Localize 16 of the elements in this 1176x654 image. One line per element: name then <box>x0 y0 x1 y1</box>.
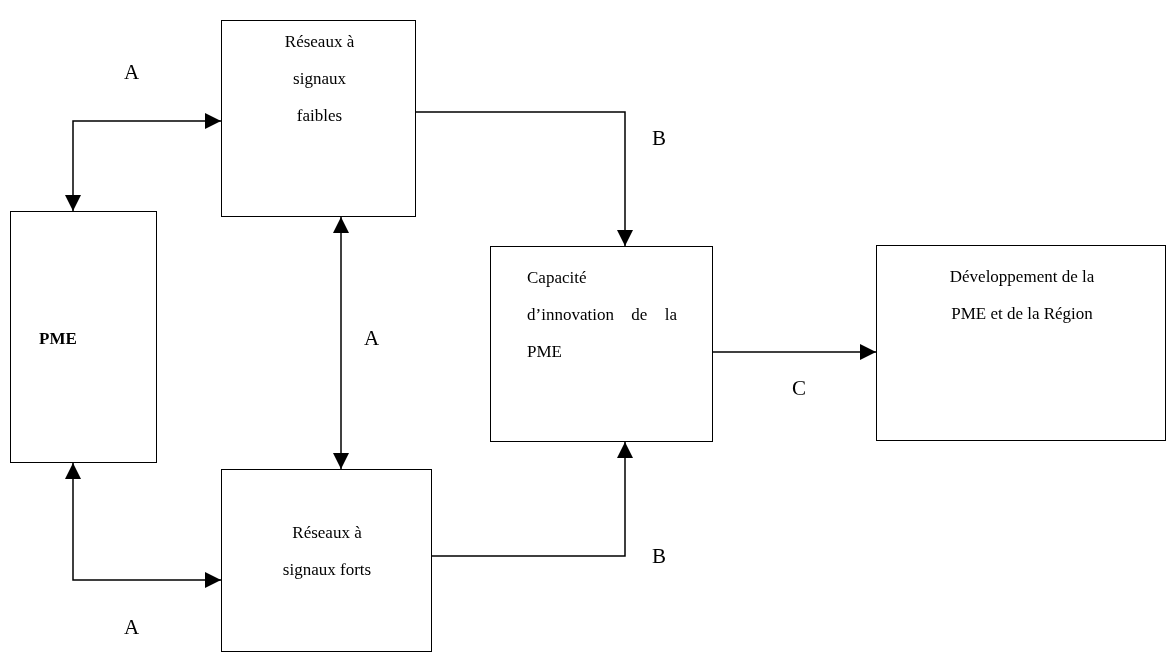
box-text: Capacité d’innovation de la PME <box>527 267 677 363</box>
box-text: PME <box>39 328 78 350</box>
connector-arrow <box>65 113 222 212</box>
connector-arrow <box>333 216 349 470</box>
process-box <box>10 211 157 463</box>
box-text: Réseaux à signaux faibles <box>283 31 356 127</box>
connector-arrow <box>712 344 877 360</box>
box-text: Développement de la PME et de la Région <box>948 266 1096 325</box>
process-box <box>876 245 1166 441</box>
connector-arrow <box>65 462 222 588</box>
box-text: Réseaux à signaux forts <box>281 522 373 581</box>
process-box <box>221 469 432 652</box>
connector-arrow <box>431 441 633 557</box>
connector-arrow <box>415 111 633 247</box>
process-box <box>221 20 416 217</box>
process-box <box>490 246 713 442</box>
